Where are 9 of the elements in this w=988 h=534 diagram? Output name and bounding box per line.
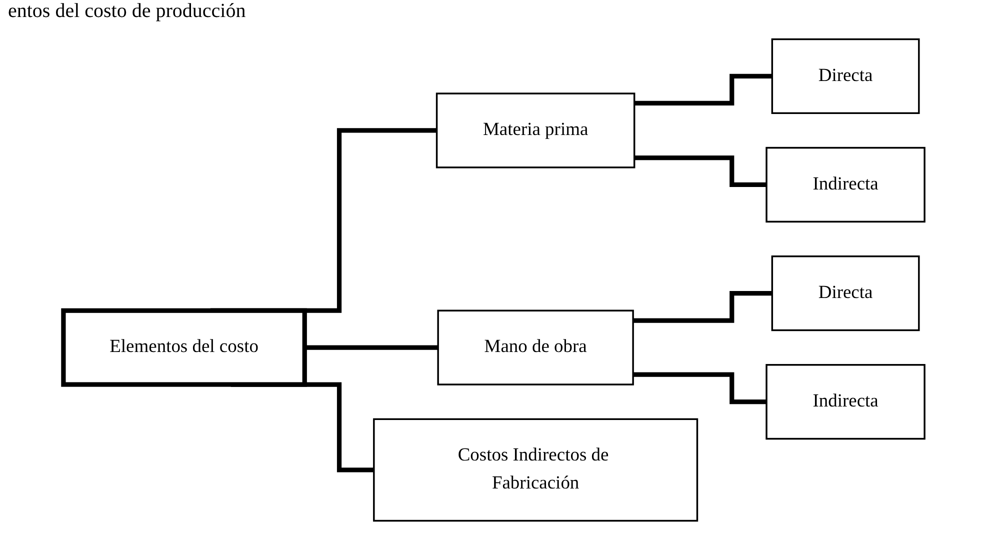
node-box: Indirecta bbox=[766, 364, 926, 440]
diagram-title: entos del costo de producción bbox=[8, 0, 246, 23]
node-box: Elementos del costo bbox=[61, 308, 307, 387]
node-box: Mano de obra bbox=[437, 310, 634, 386]
node-box: Materia prima bbox=[436, 92, 636, 168]
node-box: Costos Indirectos de Fabricación bbox=[373, 418, 698, 522]
node-box: Directa bbox=[771, 38, 920, 114]
node-box: Directa bbox=[771, 255, 920, 332]
node-box: Indirecta bbox=[766, 146, 926, 223]
